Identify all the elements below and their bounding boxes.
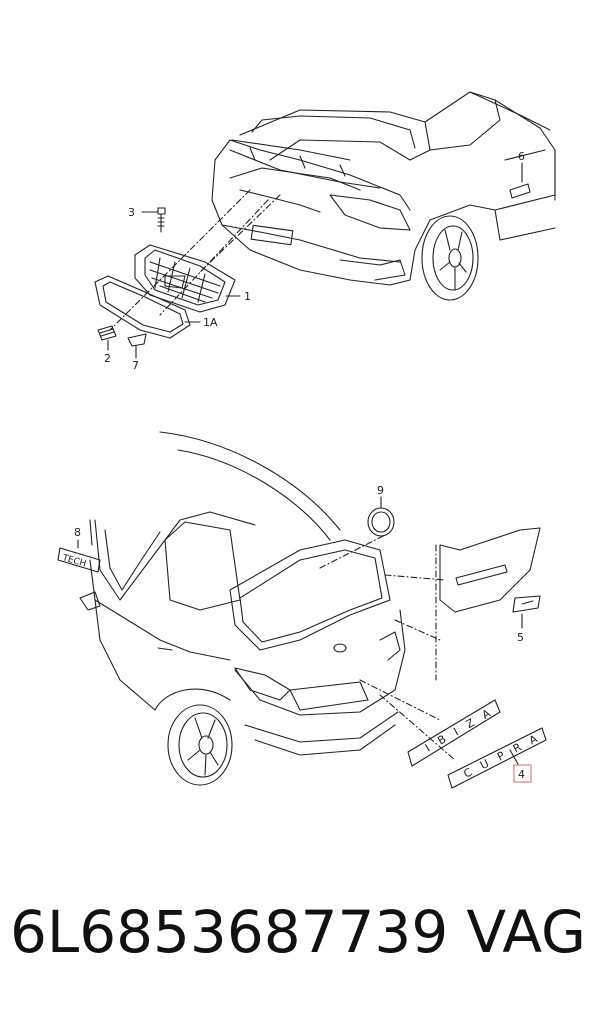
brand-label: VAG [466, 898, 586, 966]
part-7-clip [127, 333, 147, 359]
ibiza-lettering: IBIZA [423, 701, 502, 754]
part-2-emblem [97, 325, 117, 351]
callout-7: 7 [132, 359, 139, 372]
part-1a-frame [94, 275, 201, 339]
highlight-box-4 [513, 764, 532, 783]
part-1-grille [134, 244, 241, 313]
parts-diagram: IBIZA CUPRA TECH 3 6 1 1A 2 7 9 8 5 4 [57, 91, 556, 789]
part-number-label: 6L6853687739 [10, 898, 449, 966]
door-panel-illustration [435, 527, 541, 681]
callout-4: 4 [518, 768, 525, 781]
part-3-screw [141, 207, 166, 233]
front-car-illustration [109, 91, 556, 331]
cupra-lettering: CUPRA [461, 727, 549, 780]
part-4-cupra-badge [447, 727, 547, 789]
part-6-badge [509, 162, 531, 199]
callout-1a: 1A [203, 316, 218, 329]
callout-3: 3 [128, 206, 135, 219]
part-8-tech-badge [57, 539, 101, 573]
callout-1: 1 [244, 290, 251, 303]
ibiza-badge [407, 699, 501, 767]
callout-6: 6 [518, 150, 525, 163]
callout-2: 2 [104, 352, 111, 365]
callout-8: 8 [74, 526, 81, 539]
part-9-round-emblem [367, 496, 395, 537]
callout-5: 5 [517, 631, 524, 644]
part-5-badge [512, 595, 541, 629]
rear-car-illustration [79, 431, 456, 786]
callout-9: 9 [377, 484, 384, 497]
